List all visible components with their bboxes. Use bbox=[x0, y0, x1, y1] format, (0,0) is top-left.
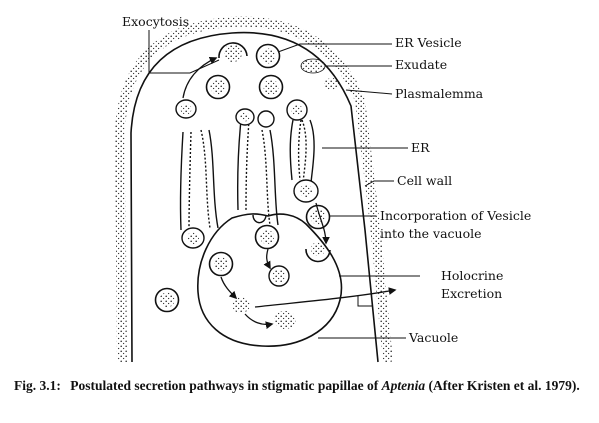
er-vesicle bbox=[208, 251, 234, 277]
er-cisterna bbox=[235, 108, 255, 211]
er-cisterna bbox=[286, 99, 308, 181]
plasmalemma bbox=[130, 31, 379, 363]
label-plasmalemma: Plasmalemma bbox=[395, 86, 484, 101]
vacuole-invagination bbox=[252, 214, 267, 224]
er-vesicle bbox=[268, 265, 290, 287]
er-cisterna bbox=[293, 119, 319, 203]
secretion-pathway-diagram: Exocytosis ER Vesicle Exudate Plasmalemm… bbox=[114, 14, 531, 363]
exocytosis-vesicle bbox=[218, 42, 248, 62]
leader-cell-wall bbox=[364, 180, 394, 187]
label-cell-wall: Cell wall bbox=[397, 173, 452, 188]
arrow-exocytosis bbox=[182, 56, 218, 99]
caption-text-before: Postulated secretion pathways in stigmat… bbox=[70, 378, 379, 393]
arrow-holocrine bbox=[254, 287, 397, 308]
leader-plasmalemma bbox=[345, 89, 393, 95]
label-holocrine-line2: Excretion bbox=[441, 286, 502, 301]
er-vesicle bbox=[305, 204, 331, 230]
secretion-material bbox=[274, 311, 296, 329]
incorporating-vesicle bbox=[305, 242, 331, 263]
arrow-vesicle-down-left bbox=[220, 276, 238, 300]
er-cisterna bbox=[200, 129, 219, 229]
label-er-vesicle: ER Vesicle bbox=[395, 35, 462, 50]
er-cisterna bbox=[175, 99, 205, 249]
label-holocrine-line1: Holocrine bbox=[441, 268, 503, 283]
er-vesicle bbox=[255, 43, 281, 69]
exudate bbox=[300, 58, 340, 90]
er-cisterna bbox=[257, 110, 279, 226]
arrow-to-vacuole bbox=[315, 202, 330, 245]
vacuole bbox=[197, 213, 343, 347]
figure-number: Fig. 3.1: bbox=[14, 378, 61, 393]
caption-text-after: (After Kristen et al. 1979). bbox=[428, 378, 580, 393]
er-vesicle bbox=[154, 287, 180, 313]
cell-wall bbox=[114, 16, 393, 363]
er-vesicle bbox=[205, 74, 231, 100]
label-incorporation-line1: Incorporation of Vesicle bbox=[380, 208, 531, 223]
leader-holocrine-bracket bbox=[357, 295, 372, 307]
figure-caption: Fig. 3.1: Postulated secretion pathways … bbox=[14, 377, 589, 394]
caption-italic-genus: Aptenia bbox=[381, 378, 426, 393]
label-vacuole: Vacuole bbox=[408, 330, 458, 345]
leader-er-vesicle bbox=[277, 43, 392, 53]
secretion-material bbox=[232, 297, 250, 313]
label-incorporation-line2: into the vacuole bbox=[380, 226, 482, 241]
er-vesicle bbox=[258, 74, 284, 100]
arrow-vesicle-down bbox=[263, 248, 271, 270]
er-vesicle bbox=[254, 224, 280, 250]
leader-exocytosis bbox=[148, 30, 220, 74]
label-er: ER bbox=[411, 140, 430, 155]
label-exudate: Exudate bbox=[395, 57, 447, 72]
arrow-secretion bbox=[244, 313, 274, 330]
label-exocytosis: Exocytosis bbox=[122, 14, 189, 29]
